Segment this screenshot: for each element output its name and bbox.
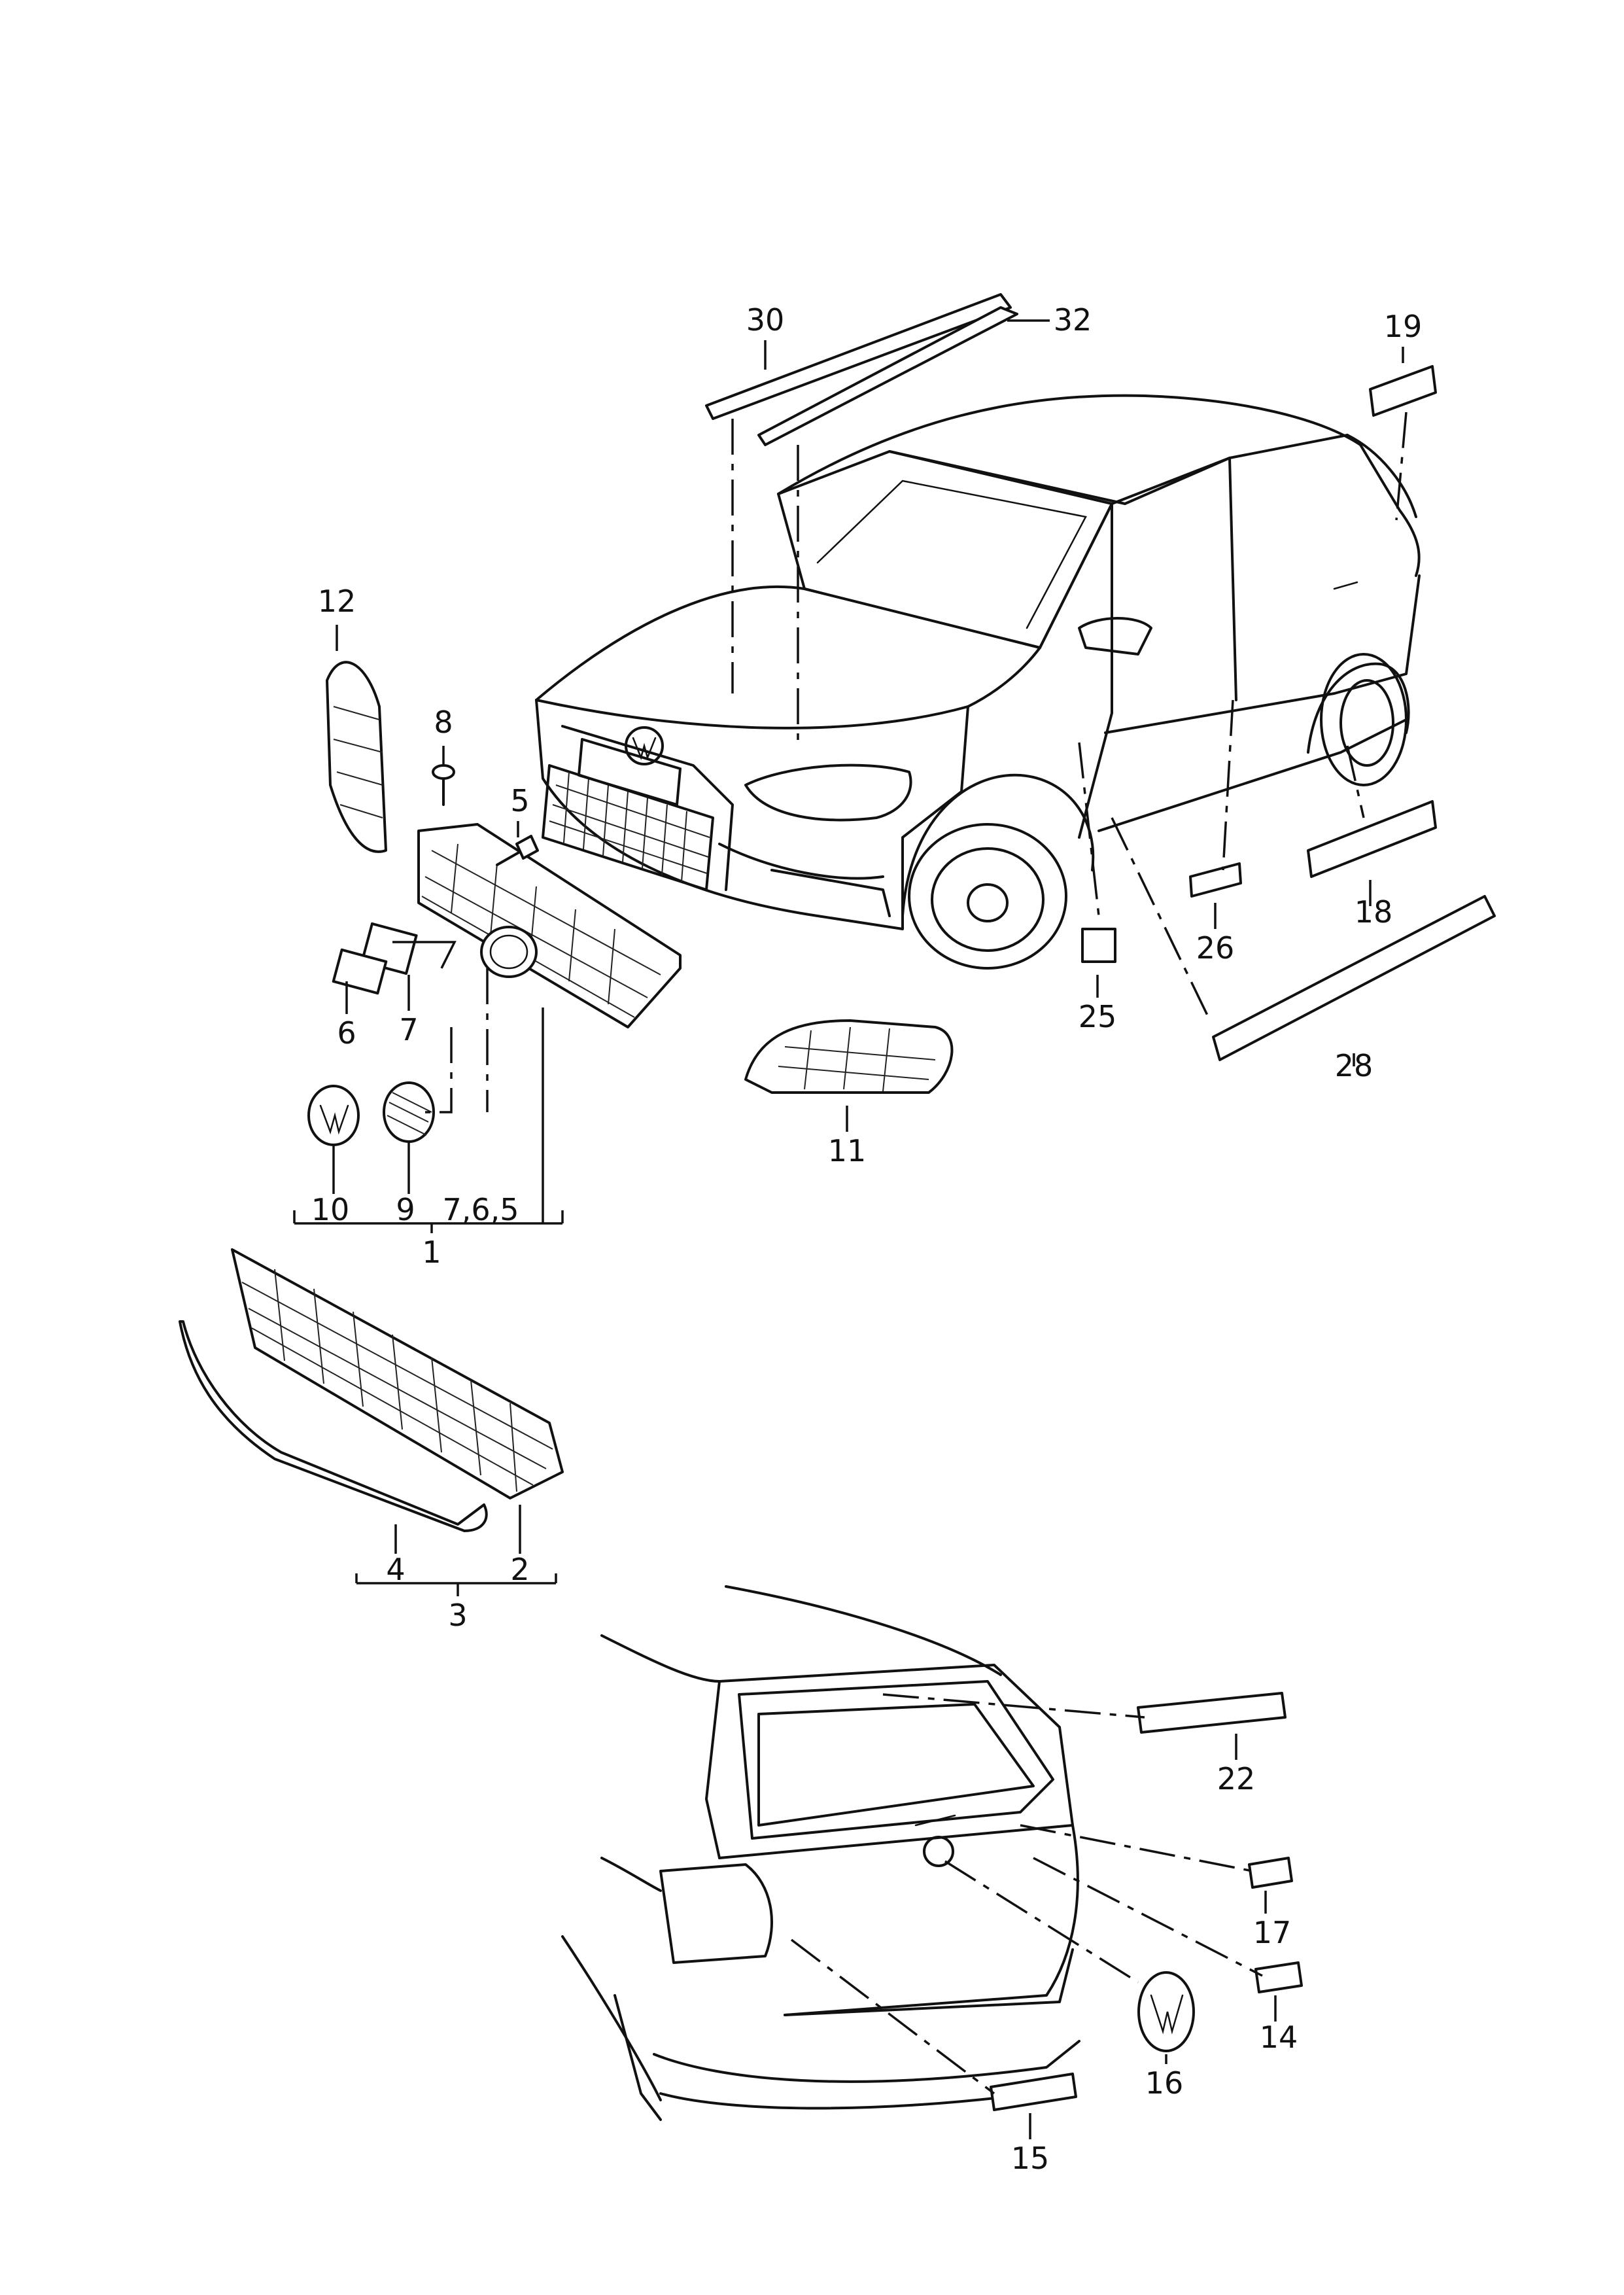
- front-grille-part: [417, 823, 682, 1028]
- decal-part-15: [990, 2073, 1077, 2111]
- decal-part-19: [1369, 365, 1437, 417]
- callout-2: 2: [510, 1552, 529, 1587]
- callout-4: 4: [386, 1552, 405, 1587]
- fog-grille-part: [744, 1019, 954, 1094]
- decal-part-32: [757, 306, 1018, 446]
- decal-part-14: [1254, 1961, 1303, 1993]
- callout-765: 7,6,5: [442, 1192, 519, 1227]
- callout-1: 1: [422, 1235, 441, 1270]
- screw-part-5: [496, 835, 539, 866]
- callout-8: 8: [434, 705, 453, 740]
- badge-part-10: [307, 1085, 360, 1146]
- callout-9: 9: [396, 1192, 415, 1227]
- front-car-illustration: [535, 394, 1421, 970]
- callout-19: 19: [1384, 309, 1423, 344]
- callout-12: 12: [318, 584, 356, 619]
- lower-grille-part: [231, 1248, 564, 1499]
- callout-30: 30: [746, 302, 785, 338]
- callout-17: 17: [1253, 1915, 1292, 1950]
- badge-part-16: [1137, 1971, 1195, 2052]
- callout-10: 10: [311, 1192, 350, 1227]
- callout-3: 3: [448, 1598, 467, 1633]
- callout-26: 26: [1196, 930, 1235, 966]
- callout-14: 14: [1260, 2020, 1298, 2055]
- decal-part-18: [1307, 800, 1437, 878]
- decal-part-17: [1248, 1857, 1293, 1889]
- callout-28: 28: [1335, 1048, 1373, 1083]
- callout-32: 32: [1054, 302, 1092, 338]
- callout-5: 5: [510, 783, 529, 818]
- callout-11: 11: [828, 1133, 867, 1168]
- callout-16: 16: [1145, 2065, 1184, 2101]
- decal-part-26: [1189, 862, 1242, 898]
- decal-part-22: [1137, 1692, 1287, 1734]
- callout-18: 18: [1355, 894, 1393, 930]
- callout-25: 25: [1079, 999, 1117, 1034]
- decal-part-30: [705, 293, 1012, 420]
- rear-car-illustration: [561, 1585, 1080, 2121]
- callout-22: 22: [1217, 1761, 1256, 1796]
- callout-7: 7: [399, 1012, 418, 1047]
- screw-part-8: [432, 764, 455, 806]
- callouts: 30 32 19 12 8 5 6 7 25 26 18 28 11 10 9 …: [311, 302, 1423, 2176]
- side-grille-part: [326, 661, 387, 853]
- strip-part-28: [1212, 895, 1496, 1061]
- decal-part-25: [1081, 928, 1116, 963]
- dash-lines: [425, 412, 1408, 2095]
- callout-6: 6: [337, 1015, 356, 1051]
- mesh-part-9: [383, 1081, 435, 1143]
- callout-15: 15: [1011, 2141, 1050, 2176]
- lower-strip-part: [179, 1320, 488, 1532]
- leader-lines: [293, 319, 1404, 2139]
